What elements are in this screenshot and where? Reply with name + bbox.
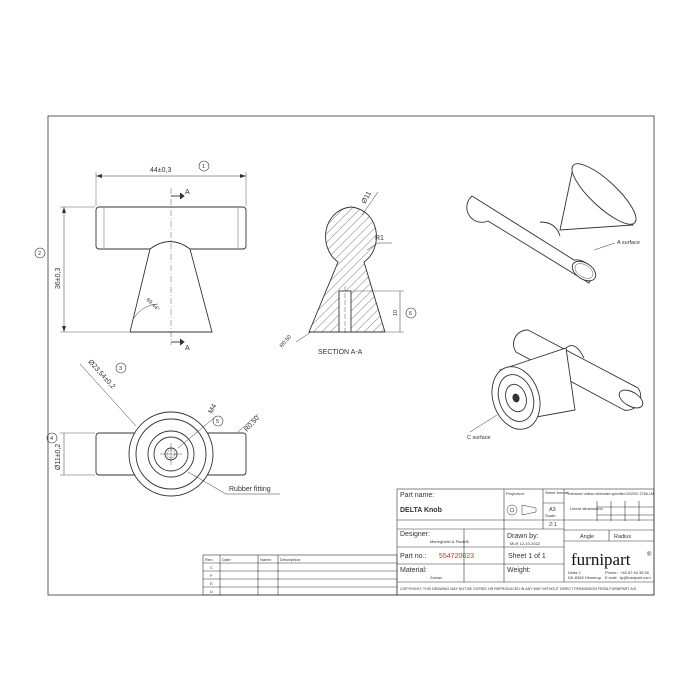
address-line2: DK-8382 Hinnerup: [568, 575, 602, 580]
iso-a-surface-label: A surface: [617, 240, 640, 246]
phone-value: +45 87 64 35 00: [620, 570, 650, 575]
projection-label: Projection:: [506, 491, 525, 496]
copyright-notice: COPYRIGHT: THIS DRAWING MAY NOT BE COPIE…: [400, 587, 637, 591]
rev-row-d: D: [210, 589, 213, 594]
front-height-dim: 36±0,3: [55, 268, 62, 289]
drawn-by-label: Drawn by:: [507, 533, 539, 540]
iso-view-bottom: [469, 329, 644, 433]
rev-row-e: E: [210, 581, 213, 586]
brand-mark: ®: [647, 551, 652, 558]
rev-header-rev: Rev.:: [205, 557, 214, 562]
bottom-base-dia-ref: 3: [119, 366, 122, 372]
section-view: [295, 191, 417, 343]
bottom-radius-dim: R0,50: [243, 415, 261, 434]
rev-header-description: Description:: [280, 557, 301, 562]
bottom-bar-dia-dim: Ø11±0,2: [55, 444, 62, 470]
bottom-base-dia-dim: Ø23,54±0,2: [87, 359, 117, 391]
section-mark-bottom: A: [185, 345, 190, 352]
revision-table: [202, 554, 398, 596]
sheet-format-label: Sheet format:: [545, 490, 569, 495]
front-width-ref: 1: [202, 164, 205, 170]
brand-logo: furnipart ®: [571, 550, 652, 569]
bottom-bar-dia-ref: 4: [50, 436, 53, 442]
part-name-label: Part name:: [400, 492, 434, 499]
projection-symbol-icon: [506, 504, 537, 516]
material-label: Material:: [400, 567, 427, 574]
rubber-fitting-ring: [147, 430, 195, 478]
linear-dimensions-label: Linear dimensions:: [570, 506, 604, 511]
section-diameter-dim: Ø11: [361, 190, 373, 205]
rev-header-date: Date:: [222, 557, 232, 562]
rubber-fitting-label: Rubber fitting: [229, 486, 271, 493]
bottom-thread-ref: 5: [216, 419, 219, 425]
section-mark-top: A: [185, 189, 190, 196]
bottom-thread-dim: M4: [208, 403, 219, 415]
radius-label: Radius: [614, 534, 631, 540]
part-name-value: DELTA Knob: [400, 507, 442, 514]
brand-name: furnipart: [571, 550, 631, 569]
section-body: [308, 206, 386, 333]
rev-row-f: F: [210, 573, 213, 578]
designer-value: Meneghello & Paolelli: [430, 539, 469, 544]
scale-label: Scale:: [545, 513, 556, 518]
sheet-format-value: A3: [549, 507, 556, 513]
iso-bottom-bar: [513, 329, 642, 411]
scale-value: 2:1: [549, 522, 557, 528]
front-height-ref: 2: [38, 251, 41, 257]
iso-view-top: [466, 163, 637, 284]
weight-label: Weight:: [507, 567, 531, 574]
section-radius-dim: R1: [375, 235, 384, 242]
iso-c-surface-label: C surface: [467, 435, 491, 441]
part-no-value: 554720023: [439, 553, 474, 560]
section-depth-ref: 6: [409, 311, 412, 317]
phone-label: Phone:: [605, 570, 618, 575]
bottom-view: [46, 362, 280, 497]
address-line1: Delta 2: [568, 570, 581, 575]
tolerance-note: Tolerance unless otherwise specified DS/…: [567, 492, 654, 496]
front-width-dim: 44±0,3: [150, 167, 171, 174]
drawn-by-value: MLR 12-10-2022: [510, 541, 541, 546]
part-no-label: Part no.:: [400, 553, 427, 560]
rev-row-c: C: [210, 565, 213, 570]
email-label: E-mail:: [605, 575, 617, 580]
angle-label: Angle: [580, 534, 594, 540]
sheet-count: Sheet 1 of 1: [508, 553, 546, 560]
designer-label: Designer:: [400, 531, 430, 538]
material-value: Zamac: [430, 575, 442, 580]
section-depth-dim: 10: [393, 310, 399, 316]
front-cone: [129, 241, 213, 333]
rev-header-name: Name:: [260, 557, 272, 562]
section-title: SECTION A-A: [318, 349, 363, 356]
title-block: [396, 488, 655, 596]
section-base-radius-dim: R0,50: [279, 334, 293, 349]
email-value: fp@furnipart.com: [620, 575, 651, 580]
front-view: [34, 160, 247, 346]
